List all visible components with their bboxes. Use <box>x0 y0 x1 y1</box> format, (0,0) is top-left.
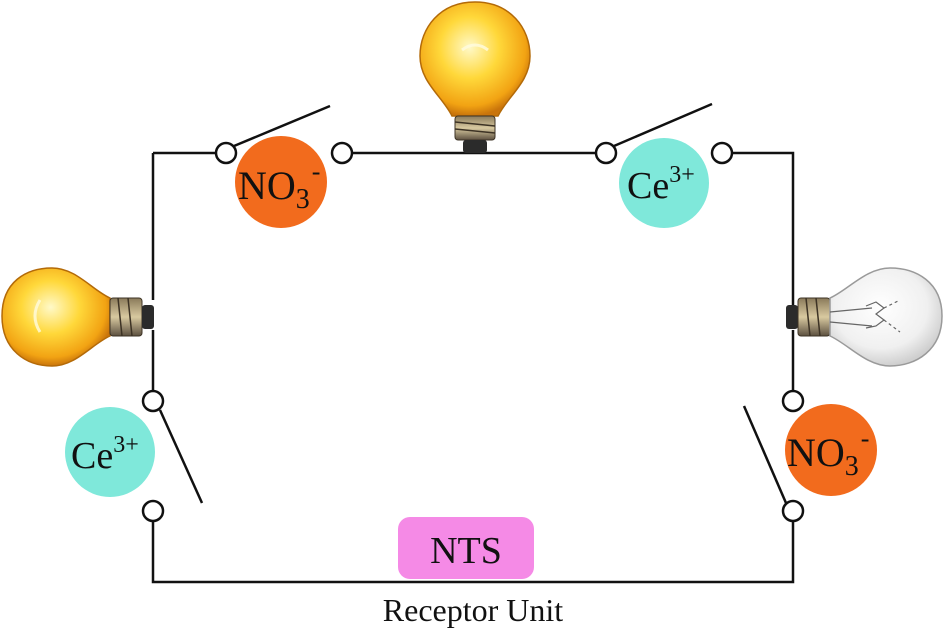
circuit-wires <box>151 151 795 584</box>
ion-nitrate-right: NO3- <box>785 404 877 496</box>
switch-lever <box>742 405 788 504</box>
ion-cerium-top: Ce3+ <box>619 138 709 228</box>
wire-top-right <box>732 151 795 310</box>
ion-label: NO3- <box>238 157 320 215</box>
switch-terminal <box>214 141 238 165</box>
switch-terminal <box>594 141 618 165</box>
ion-nitrate-top: NO3- <box>235 136 327 228</box>
bulb-base <box>109 297 143 337</box>
wire-left-lower <box>151 521 795 584</box>
switch-terminal <box>781 389 805 413</box>
bulb-tip <box>142 305 154 329</box>
ion-label: Ce3+ <box>71 432 139 477</box>
switch-left[interactable] <box>141 389 204 523</box>
switch-right[interactable] <box>742 389 805 523</box>
switch-lever <box>158 409 204 504</box>
ion-circle <box>65 407 155 497</box>
bulb-base <box>797 297 831 337</box>
bulb-glass <box>1 267 111 367</box>
bulb-right-icon <box>786 267 943 367</box>
ion-label: NO3- <box>787 424 869 482</box>
switch-terminal <box>141 499 165 523</box>
bulb-glass <box>829 267 943 367</box>
switch-lever <box>233 104 331 148</box>
nts-box: NTS <box>398 517 534 579</box>
switch-terminal <box>781 499 805 523</box>
switch-terminal <box>141 389 165 413</box>
ion-cerium-left: Ce3+ <box>65 407 155 497</box>
bulb-glass <box>419 1 531 117</box>
bulb-filament <box>829 299 901 333</box>
bulb-tip <box>786 305 798 329</box>
bulb-top-icon <box>419 1 531 153</box>
ion-circle <box>235 136 327 228</box>
switch-terminal <box>710 141 734 165</box>
ion-circle <box>619 138 709 228</box>
bulb-tip <box>463 140 487 153</box>
receptor-unit-caption: Receptor Unit <box>383 592 564 628</box>
switch-lever <box>613 102 713 148</box>
switch-top-right[interactable] <box>594 102 734 165</box>
ion-circle <box>785 404 877 496</box>
ion-label: Ce3+ <box>627 162 695 207</box>
bulb-left-icon <box>1 267 154 367</box>
switch-top-left[interactable] <box>214 104 354 165</box>
nts-label: NTS <box>430 530 502 572</box>
switch-terminal <box>330 141 354 165</box>
bulb-base <box>454 115 496 141</box>
